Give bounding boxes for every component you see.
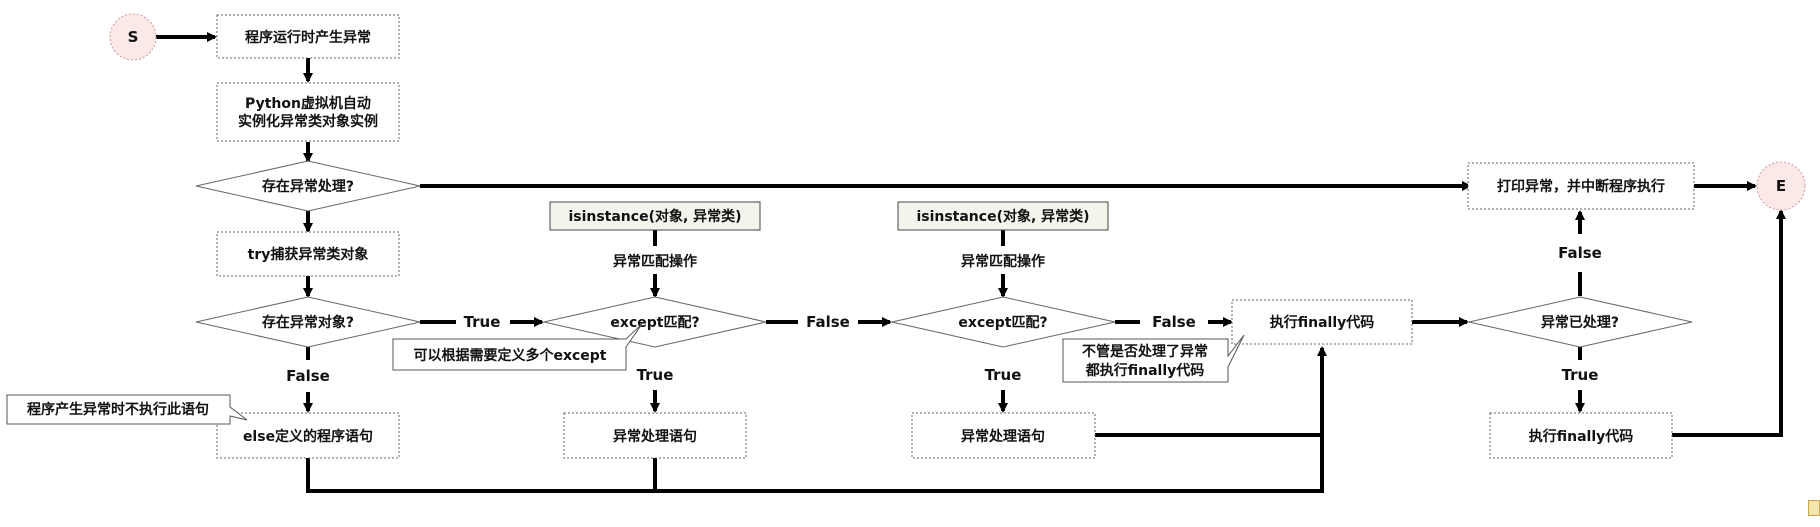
- finally-always-line1: 不管是否处理了异常: [1082, 343, 1208, 360]
- has-handler-label: 存在异常处理?: [262, 178, 354, 195]
- isinstance-1-label: isinstance(对象, 异常类): [568, 208, 741, 225]
- else-note-text: 程序产生异常时不执行此语句: [27, 401, 209, 418]
- has-object-label: 存在异常对象?: [262, 314, 354, 331]
- label-except2-false: False: [1152, 313, 1196, 331]
- node-isinstance-1: isinstance(对象, 异常类): [549, 201, 761, 231]
- label-except1-false: False: [806, 313, 850, 331]
- node-try-catch: try捕获异常类对象: [216, 231, 400, 277]
- else-block-label: else定义的程序语句: [243, 428, 373, 445]
- print-abort-label: 打印异常，并中断程序执行: [1497, 178, 1665, 195]
- callout-multi-except: 可以根据需要定义多个except: [392, 323, 643, 371]
- node-has-handler: 存在异常处理?: [195, 160, 421, 212]
- match-op-2-label: 异常匹配操作: [961, 253, 1045, 270]
- except-2-label: except匹配?: [958, 315, 1047, 331]
- handler-1-label: 异常处理语句: [613, 428, 697, 445]
- label-except2-true: True: [985, 366, 1022, 384]
- raise-label: 程序运行时产生异常: [245, 29, 371, 46]
- node-has-object: 存在异常对象?: [195, 296, 421, 348]
- handler-2-label: 异常处理语句: [961, 428, 1045, 445]
- node-handler-2: 异常处理语句: [911, 412, 1096, 459]
- node-vm: Python虚拟机自动 实例化异常类对象实例: [216, 82, 400, 142]
- node-except-2: except匹配?: [891, 296, 1116, 348]
- callout-finally-always: 不管是否处理了异常 都执行finally代码: [1062, 334, 1245, 383]
- node-finally-2: 执行finally代码: [1489, 412, 1673, 459]
- match-op-1-label: 异常匹配操作: [613, 253, 697, 270]
- node-raise: 程序运行时产生异常: [216, 14, 400, 59]
- try-catch-label: try捕获异常类对象: [248, 246, 369, 263]
- label-hasobject-false: False: [286, 367, 330, 385]
- node-else-block: else定义的程序语句: [216, 412, 400, 459]
- isinstance-2-label: isinstance(对象, 异常类): [916, 208, 1089, 225]
- document-icon: [1808, 500, 1820, 516]
- edge-finally2-end: [1672, 209, 1786, 437]
- finally-1-label: 执行finally代码: [1270, 314, 1375, 331]
- node-isinstance-2: isinstance(对象, 异常类): [897, 201, 1109, 231]
- edges: [156, 32, 1786, 493]
- node-start: S: [109, 13, 157, 61]
- label-except1-true: True: [637, 366, 674, 384]
- label-hasobject-true: True: [464, 313, 501, 331]
- vm-label-line1: Python虚拟机自动: [245, 95, 371, 112]
- edge-bottom-bus: [306, 346, 1327, 493]
- handled-label: 异常已处理?: [1541, 314, 1619, 331]
- label-handled-true: True: [1562, 366, 1599, 384]
- node-handler-1: 异常处理语句: [563, 412, 747, 459]
- callout-else-note: 程序产生异常时不执行此语句: [6, 394, 248, 425]
- start-label: S: [128, 28, 139, 46]
- vm-label-line2: 实例化异常类对象实例: [238, 113, 378, 130]
- node-end: E: [1756, 161, 1806, 211]
- node-handled: 异常已处理?: [1468, 296, 1693, 348]
- finally-always-line2: 都执行finally代码: [1085, 362, 1205, 379]
- node-print-abort: 打印异常，并中断程序执行: [1467, 162, 1695, 210]
- end-label: E: [1776, 177, 1786, 195]
- except-1-label: except匹配?: [610, 315, 699, 331]
- node-except-1: except匹配?: [543, 296, 767, 348]
- finally-2-label: 执行finally代码: [1529, 428, 1634, 445]
- node-finally-1: 执行finally代码: [1231, 299, 1413, 345]
- label-handled-false: False: [1558, 244, 1602, 262]
- multi-except-text: 可以根据需要定义多个except: [413, 347, 606, 364]
